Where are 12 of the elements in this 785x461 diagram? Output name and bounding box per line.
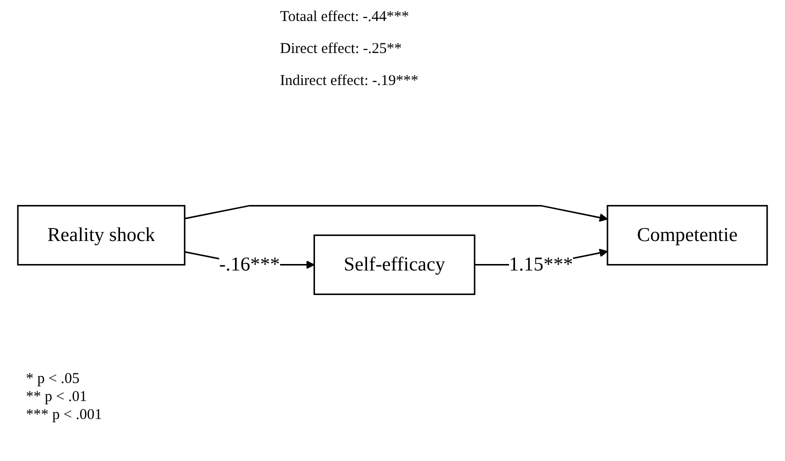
node-box: Self-efficacy [314,234,476,296]
node-box: Competentie [606,204,768,266]
effect-note: Totaal effect: -.44*** [280,8,410,26]
edge-label: -.16*** [219,254,280,276]
arrow [184,204,608,222]
significance-note: *** p < .001 [26,406,102,424]
node-box: Reality shock [17,204,186,266]
edge-label: 1.15*** [509,254,574,276]
significance-note: * p < .05 [26,370,80,388]
effect-note: Direct effect: -.25** [280,40,403,58]
effect-note: Indirect effect: -.19*** [280,72,418,90]
significance-note: ** p < .01 [26,388,88,406]
